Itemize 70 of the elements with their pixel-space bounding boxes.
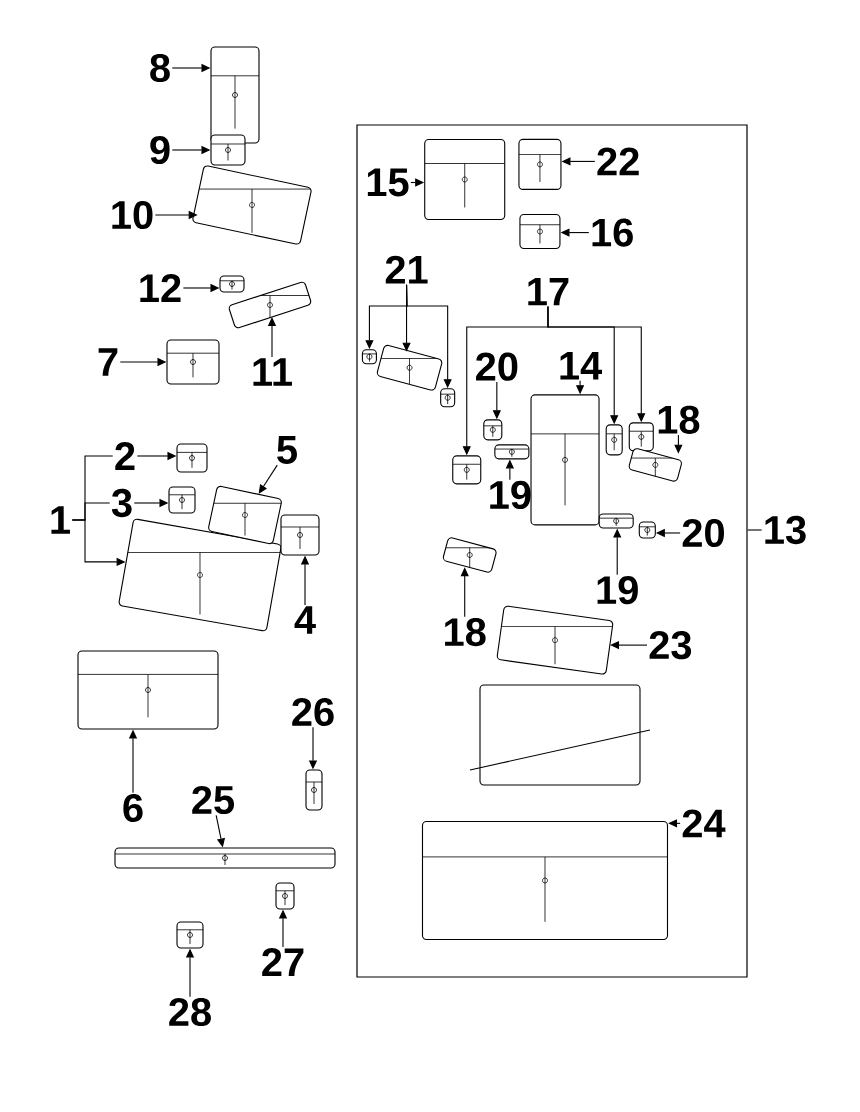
callout-number: 14	[560, 352, 602, 380]
part-drawing	[605, 424, 623, 456]
part-drawing	[118, 518, 282, 632]
part-drawing	[280, 514, 320, 556]
frame-box	[356, 124, 748, 978]
leader-line	[258, 464, 278, 494]
callout-number: 10	[112, 200, 153, 230]
callout-number: 22	[597, 147, 639, 176]
callout-number: 19	[490, 480, 531, 510]
part-drawing	[166, 339, 220, 385]
part-drawing	[452, 455, 482, 485]
part-drawing	[483, 419, 503, 441]
callout-number: 13	[765, 515, 806, 545]
part-drawing	[361, 349, 377, 365]
part-drawing	[496, 605, 614, 675]
part-drawing	[519, 214, 561, 250]
part-drawing	[628, 448, 682, 482]
callout-number: 19	[597, 575, 638, 605]
part-drawing	[376, 344, 443, 391]
part-drawing	[628, 422, 654, 452]
callout-number: 9	[150, 135, 170, 165]
part-drawing	[494, 444, 530, 460]
part-drawing	[530, 394, 600, 526]
leader-line	[460, 567, 469, 618]
part-drawing	[305, 769, 323, 811]
callout-number: 27	[262, 948, 304, 976]
part-drawing	[442, 537, 497, 573]
callout-number: 5	[277, 436, 297, 464]
callout-number: 16	[592, 218, 633, 247]
callout-number: 12	[140, 274, 181, 302]
callout-number: 20	[682, 518, 724, 548]
part-drawing	[421, 820, 669, 941]
part-drawing	[275, 882, 295, 910]
part-drawing	[176, 443, 208, 473]
callout-number: 23	[649, 630, 692, 660]
callout-number: 4	[294, 606, 316, 634]
part-drawing	[77, 650, 219, 730]
callout-number: 21	[385, 255, 428, 284]
callout-number: 11	[253, 358, 292, 386]
callout-number: 25	[192, 785, 235, 815]
callout-number: 6	[123, 793, 143, 823]
callout-number: 1	[51, 506, 70, 534]
part-drawing	[176, 921, 204, 949]
part-drawing	[208, 485, 282, 545]
callout-number: 17	[528, 277, 569, 306]
part-drawing	[168, 486, 196, 514]
part-drawing	[638, 521, 656, 539]
part-drawing	[518, 138, 562, 190]
callout-number: 18	[445, 618, 486, 647]
callout-number: 15	[367, 168, 409, 197]
part-drawing	[114, 847, 336, 869]
part-drawing	[210, 134, 246, 166]
part-drawing	[192, 165, 312, 245]
callout-number: 18	[658, 405, 700, 434]
callout-number: 26	[292, 697, 334, 727]
callout-number: 28	[169, 997, 211, 1027]
part-drawing	[228, 281, 312, 329]
part-drawing	[598, 513, 634, 529]
leader-line	[668, 819, 681, 828]
callout-number: 20	[476, 352, 518, 381]
callout-number: 8	[150, 53, 170, 83]
part-drawing	[219, 275, 245, 293]
callout-number: 2	[115, 442, 135, 470]
callout-number: 3	[111, 488, 132, 518]
callout-number: 24	[682, 809, 726, 838]
part-drawing	[210, 46, 260, 144]
part-drawing	[440, 388, 456, 408]
leader-line	[747, 529, 763, 531]
callout-number: 7	[98, 348, 118, 376]
part-drawing	[424, 138, 506, 221]
